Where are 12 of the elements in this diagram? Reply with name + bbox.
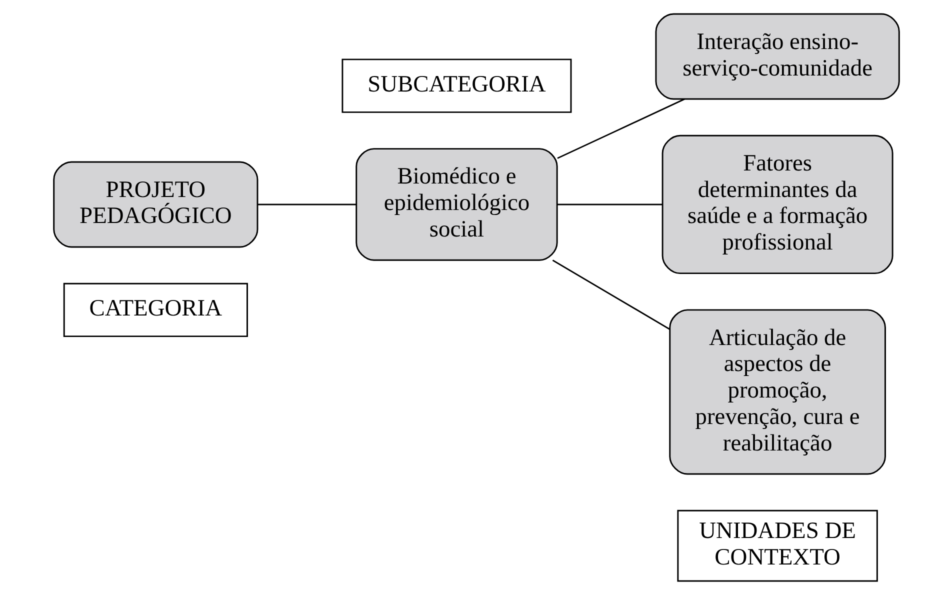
node-box: Biomédico e epidemiológico social [355, 148, 558, 261]
connector [552, 260, 670, 330]
connector [556, 98, 684, 159]
node-box: Articulação de aspectos de promoção, prevenção, cura e reabilitação [668, 309, 886, 475]
connector [257, 204, 356, 206]
node-box: PROJETO PEDAGÓGICO [52, 161, 258, 248]
node-box: Interação ensino-serviço-comunidade [654, 13, 900, 100]
node-box: UNIDADES DE CONTEXTO [676, 510, 878, 582]
node-box: CATEGORIA [62, 282, 248, 338]
node-box: SUBCATEGORIA [341, 58, 572, 113]
node-box: Fatores determinantes da saúde e a formação profissional [661, 134, 893, 274]
connector [556, 204, 662, 206]
